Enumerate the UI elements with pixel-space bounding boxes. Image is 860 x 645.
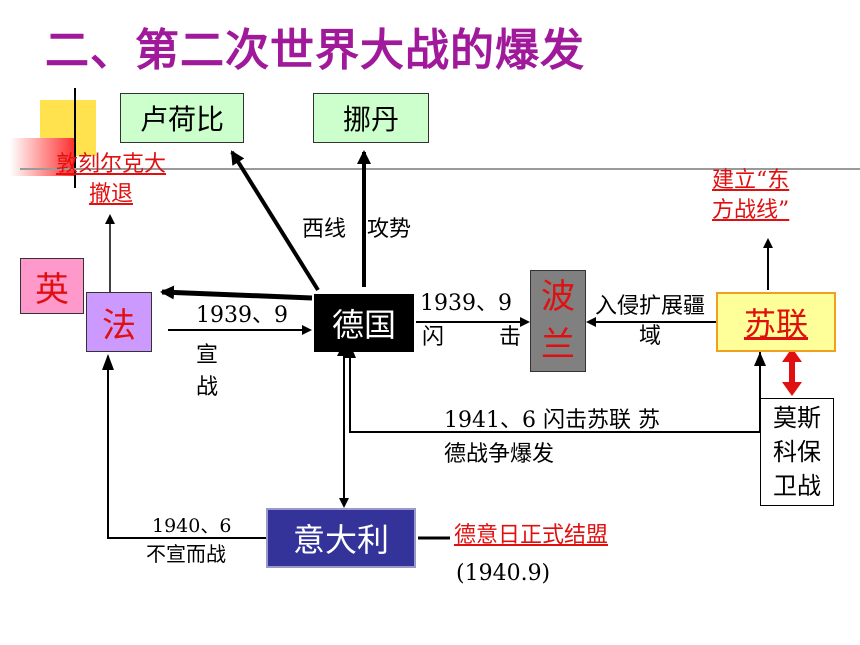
decl-war-text: 宣战 — [196, 343, 219, 400]
node-mosike: 莫斯科保卫战 — [760, 398, 834, 506]
blitz-date: 1939、9 — [420, 291, 512, 316]
node-yidali-label: 意大利 — [292, 521, 389, 559]
node-ying: 英 — [20, 258, 84, 314]
blitz-soviet-label: 1941、6 闪击苏联 苏德战争爆发 — [444, 408, 660, 467]
node-yidali: 意大利 — [266, 508, 416, 568]
eastern-front-label: 建立“东方战线” — [712, 168, 790, 223]
node-bolan-label: 波兰 — [541, 277, 575, 365]
node-luhebi: 卢荷比 — [120, 93, 244, 143]
axis-date: (1940.9) — [456, 561, 551, 586]
axis-label: 德意日正式结盟 — [454, 523, 609, 548]
page-title: 二、第二次世界大战的爆发 — [45, 25, 585, 76]
italy-undeclared: 不宣而战 — [146, 542, 226, 566]
node-ying-label: 英 — [35, 269, 69, 310]
decor-horizontal-line — [20, 168, 860, 170]
blitz-text: 闪 击 — [422, 325, 521, 350]
invade-label: 入侵扩展疆域 — [594, 294, 705, 349]
node-fa-label: 法 — [102, 305, 136, 346]
node-mosike-label: 莫斯科保卫战 — [773, 404, 821, 500]
decl-war-date: 1939、9 — [196, 303, 288, 328]
italy-war-date: 1940、6 — [152, 515, 232, 537]
node-fa: 法 — [86, 292, 152, 352]
node-danmai: 挪丹 — [313, 93, 429, 143]
node-bolan: 波兰 — [530, 270, 586, 372]
west-offensive-label: 西线 攻势 — [302, 217, 411, 242]
node-sulian: 苏联 — [716, 292, 836, 352]
node-luhebi-label: 卢荷比 — [139, 103, 224, 136]
node-deguo-label: 德国 — [331, 306, 396, 344]
dunkirk-label: 敦刻尔克大撤退 — [55, 152, 166, 207]
node-sulian-label: 苏联 — [743, 305, 808, 343]
node-danmai-label: 挪丹 — [342, 103, 399, 136]
decor-vertical-line — [74, 88, 76, 188]
node-deguo: 德国 — [314, 294, 414, 352]
